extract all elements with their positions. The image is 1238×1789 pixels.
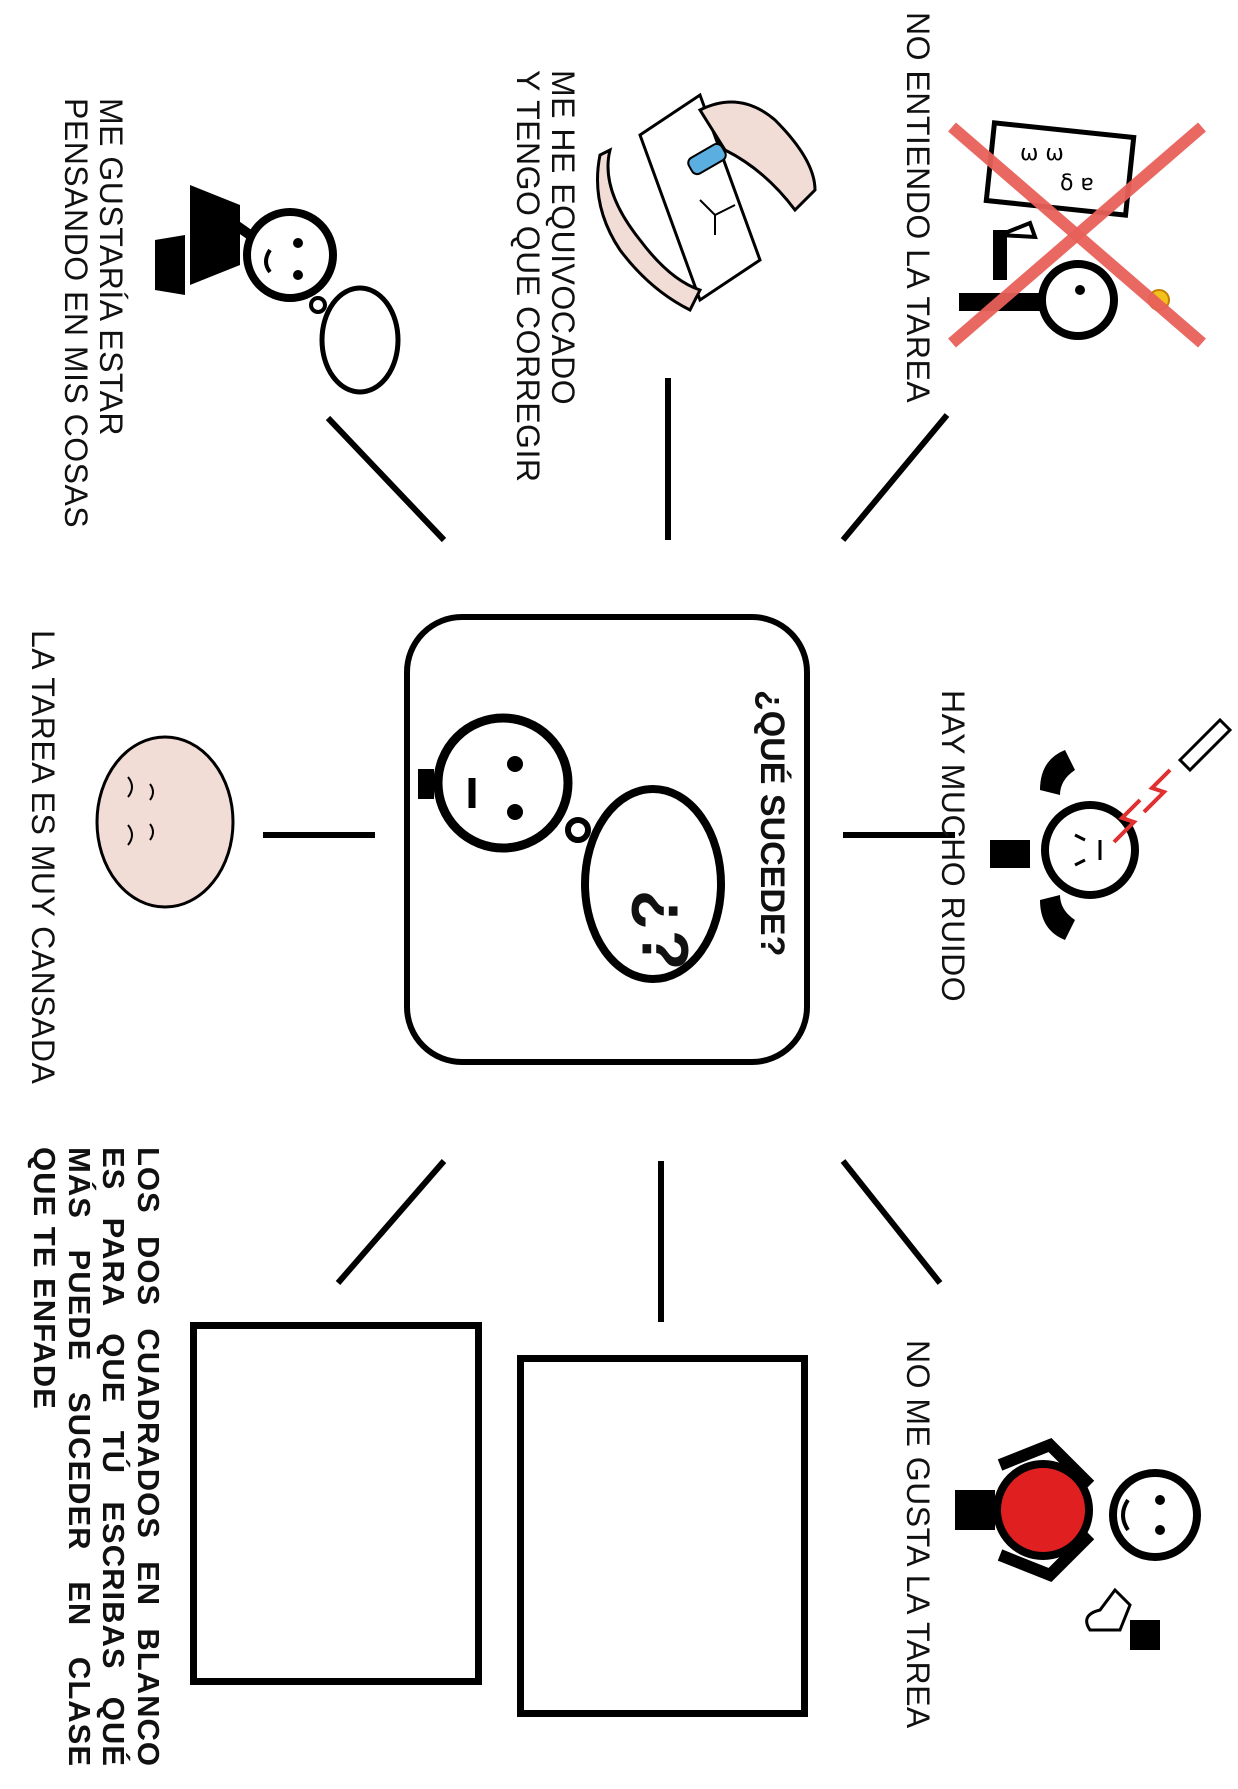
svg-text:ω ω: ω ω [1020,141,1064,166]
thinking-face-icon [418,713,725,983]
connector-no-gusta [840,1159,943,1285]
connector-pensando [325,415,447,543]
blank-box-2[interactable] [190,1322,482,1685]
blank-box-1[interactable] [517,1355,808,1717]
svg-text:δ ɐ: δ ɐ [1060,171,1094,196]
cause-no-gusta-label: NO ME GUSTA LA TAREA [900,1340,936,1729]
instruction-note: LOS DOS CUADRADOS EN BLANCO ES PARA QUE … [26,1147,166,1767]
thought-bubble-icon [581,785,725,983]
connector-no-entiendo [840,413,950,542]
connector-blank-2 [335,1159,447,1285]
